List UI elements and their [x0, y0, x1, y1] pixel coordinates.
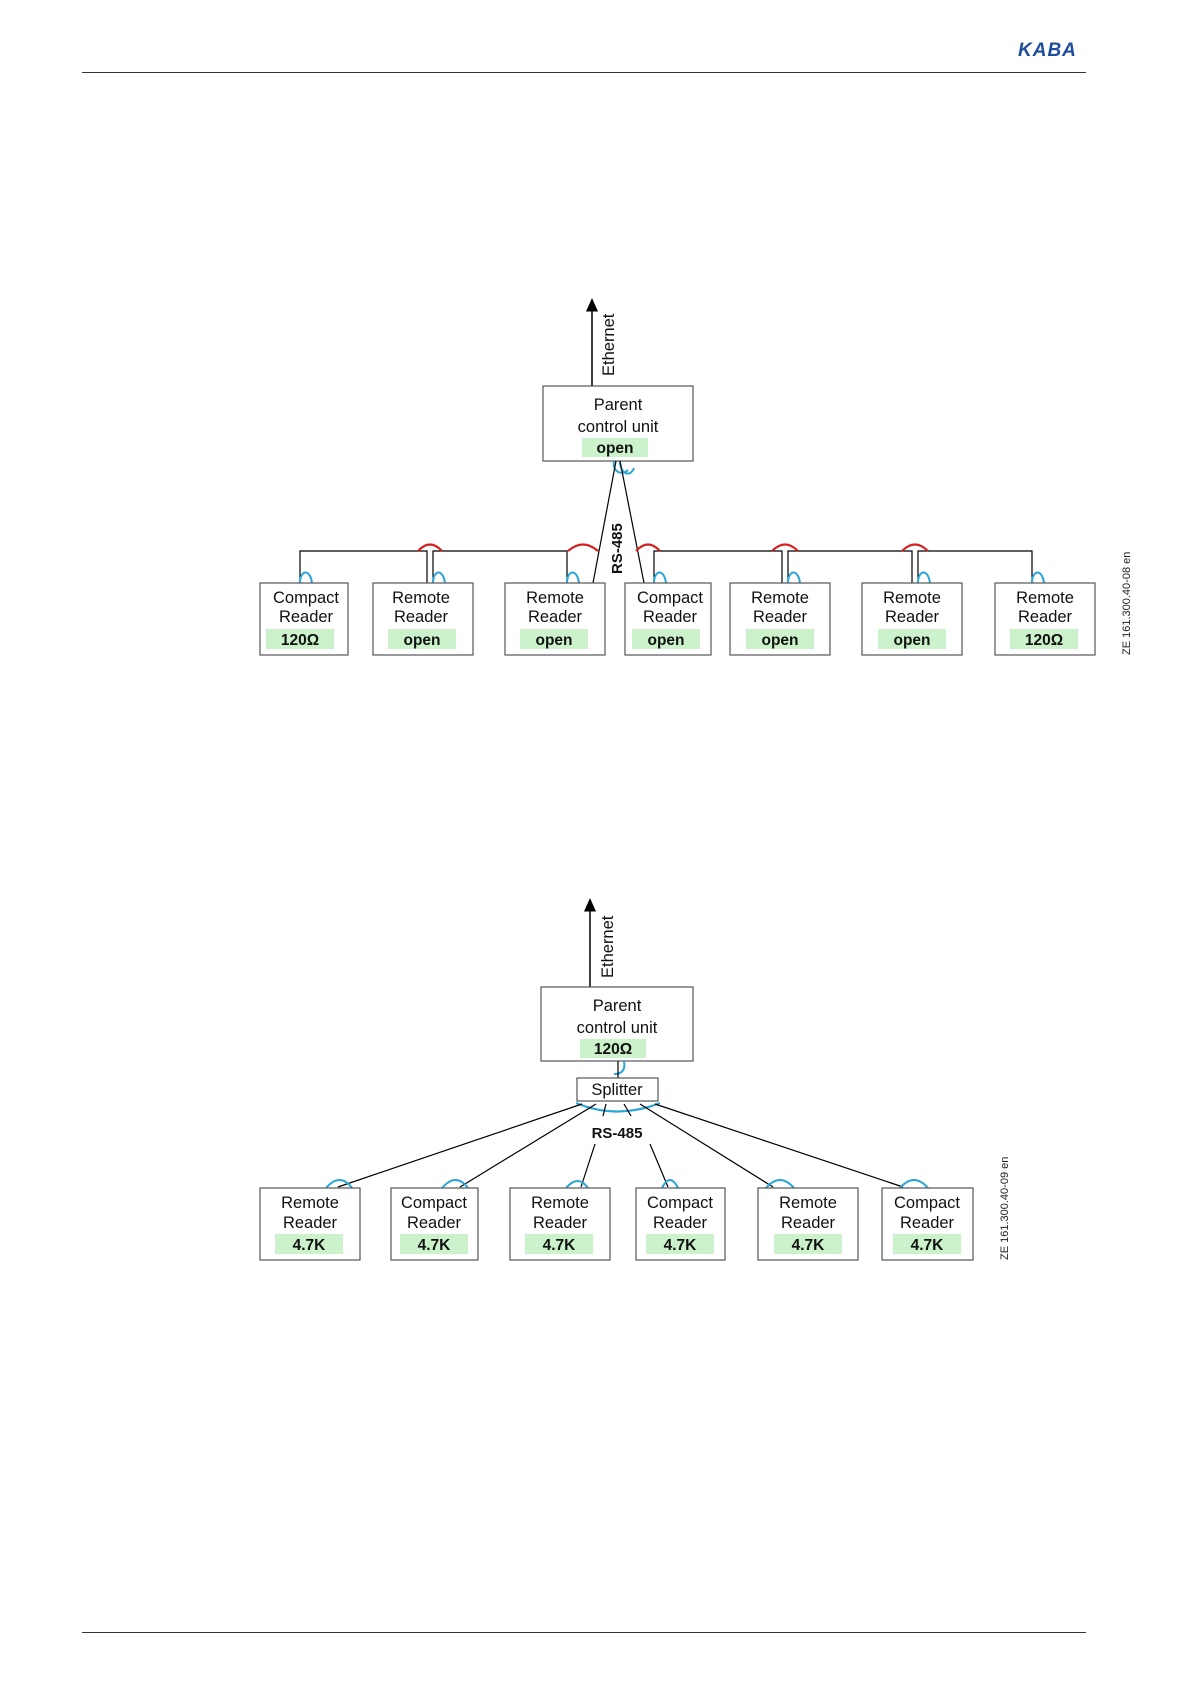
d2-bus-label: RS-485 [592, 1125, 643, 1142]
d2-reader-4: Compact Reader 4.7K [635, 1187, 726, 1261]
svg-text:Reader: Reader [653, 1214, 708, 1232]
d2-parent-line1: Parent [593, 997, 642, 1015]
svg-text:Reader: Reader [533, 1214, 588, 1232]
d2-parent-setting: 120Ω [594, 1041, 632, 1058]
svg-text:Remote: Remote [779, 1194, 837, 1212]
d1-parent-line1: Parent [594, 396, 643, 414]
d1-ethernet-label: Ethernet [600, 313, 618, 376]
d1-parent-line2: control unit [578, 418, 659, 436]
svg-text:Remote: Remote [392, 589, 450, 607]
d2-splitter: Splitter [576, 1077, 659, 1102]
svg-text:Compact: Compact [637, 589, 703, 607]
svg-text:Compact: Compact [647, 1194, 713, 1212]
kaba-logo: KABA [1018, 40, 1077, 61]
svg-text:Remote: Remote [526, 589, 584, 607]
d2-reader-6: Compact Reader 4.7K [881, 1187, 974, 1261]
svg-text:4.7K: 4.7K [543, 1237, 577, 1254]
d2-reader-1: Remote Reader 4.7K [259, 1187, 361, 1261]
d1-figure-id: ZE 161.300.40-08 en [1121, 552, 1133, 655]
d1-reader-6: Remote Reader open [861, 582, 963, 656]
d1-reader-4: Compact Reader open [624, 582, 712, 656]
d2-splitter-label: Splitter [591, 1081, 643, 1099]
svg-text:Reader: Reader [885, 608, 940, 626]
d2-figure-id: ZE 161.300.40-09 en [999, 1157, 1011, 1260]
d1-bus-label: RS-485 [609, 523, 626, 574]
d1-reader-7: Remote Reader 120Ω [994, 582, 1096, 656]
d1-reader-5: Remote Reader open [729, 582, 831, 656]
svg-text:Remote: Remote [1016, 589, 1074, 607]
svg-text:Remote: Remote [883, 589, 941, 607]
svg-text:4.7K: 4.7K [911, 1237, 945, 1254]
d2-reader-2: Compact Reader 4.7K [390, 1187, 479, 1261]
svg-text:Compact: Compact [273, 589, 339, 607]
d2-reader-3: Remote Reader 4.7K [509, 1187, 611, 1261]
svg-text:Reader: Reader [283, 1214, 338, 1232]
d1-parent-unit: Parent control unit open [542, 385, 694, 462]
d2-splitter-connector-icon [575, 1101, 661, 1113]
diagram2: Ethernet Parent control unit 120Ω Splitt… [259, 898, 1011, 1261]
svg-text:Compact: Compact [401, 1194, 467, 1212]
d1-reader-3: Remote Reader open [504, 582, 606, 656]
svg-text:Reader: Reader [781, 1214, 836, 1232]
svg-text:4.7K: 4.7K [664, 1237, 698, 1254]
diagram1: Ethernet Parent control unit open RS-485 [259, 298, 1133, 656]
svg-text:Reader: Reader [528, 608, 583, 626]
svg-text:open: open [647, 632, 684, 649]
svg-text:Reader: Reader [1018, 608, 1073, 626]
d2-parent-connector-icon [613, 1060, 626, 1075]
footer-rule [82, 1632, 1086, 1633]
d1-reader-1: Compact Reader 120Ω [259, 582, 349, 656]
svg-text:Reader: Reader [407, 1214, 462, 1232]
d1-reader-2: Remote Reader open [372, 582, 474, 656]
svg-text:Reader: Reader [279, 608, 334, 626]
svg-text:120Ω: 120Ω [281, 632, 319, 649]
d2-reader-5: Remote Reader 4.7K [757, 1187, 859, 1261]
svg-text:Reader: Reader [900, 1214, 955, 1232]
svg-text:open: open [403, 632, 440, 649]
d2-parent-unit: Parent control unit 120Ω [540, 986, 694, 1062]
d2-parent-line2: control unit [577, 1019, 658, 1037]
header-rule [82, 72, 1086, 73]
svg-text:open: open [535, 632, 572, 649]
svg-text:Reader: Reader [394, 608, 449, 626]
d1-parent-setting: open [596, 440, 633, 457]
svg-text:Remote: Remote [531, 1194, 589, 1212]
svg-text:Reader: Reader [643, 608, 698, 626]
d2-ethernet-label: Ethernet [599, 915, 617, 978]
svg-text:open: open [761, 632, 798, 649]
svg-text:Remote: Remote [281, 1194, 339, 1212]
svg-text:4.7K: 4.7K [792, 1237, 826, 1254]
svg-text:Compact: Compact [894, 1194, 960, 1212]
svg-text:open: open [893, 632, 930, 649]
svg-text:4.7K: 4.7K [293, 1237, 327, 1254]
svg-text:120Ω: 120Ω [1025, 632, 1063, 649]
d1-bridge-icon [417, 543, 443, 552]
d1-parent-connector-icon [612, 460, 629, 474]
svg-text:4.7K: 4.7K [418, 1237, 452, 1254]
svg-text:Remote: Remote [751, 589, 809, 607]
svg-text:Reader: Reader [753, 608, 808, 626]
